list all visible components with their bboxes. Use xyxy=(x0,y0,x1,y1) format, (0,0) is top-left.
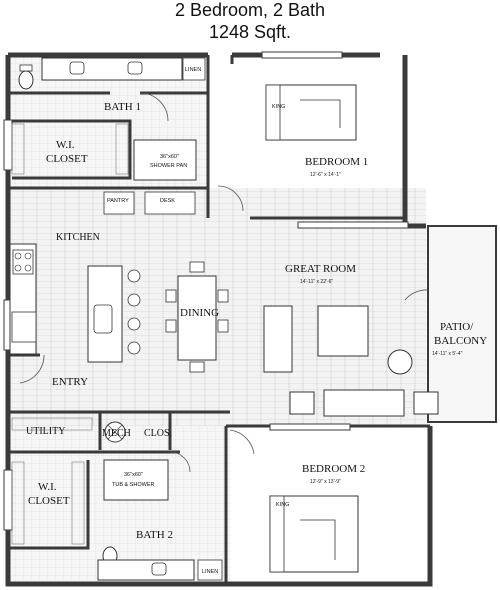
label-bedroom1-dim: 12'-6" x 14'-1" xyxy=(310,172,341,178)
label-bedroom2-dim: 12'-9" x 13'-9" xyxy=(310,479,341,485)
door-swings xyxy=(19,92,429,473)
label-tub-size: 36"x60" xyxy=(124,472,143,478)
bedroom2-bed xyxy=(269,495,359,573)
label-king2: KING xyxy=(276,502,289,508)
living-furniture xyxy=(263,305,439,417)
label-pantry: PANTRY xyxy=(107,198,129,204)
label-linen2: LINEN xyxy=(202,569,218,575)
label-entry: ENTRY xyxy=(52,376,88,388)
label-wi-closet2-bottom: CLOSET xyxy=(28,495,70,507)
label-wi-closet1-bottom: CLOSET xyxy=(46,153,88,165)
label-wi-closet1-top: W.I. xyxy=(56,139,75,151)
label-bath1: BATH 1 xyxy=(104,101,141,113)
label-kitchen: KITCHEN xyxy=(56,232,100,243)
dining-set xyxy=(165,261,229,373)
bedroom1-bed xyxy=(265,84,357,141)
windows xyxy=(3,51,409,531)
label-bath2: BATH 2 xyxy=(136,529,173,541)
label-desk: DESK xyxy=(160,198,175,204)
label-patio-dim: 14'-11" x 5'-4" xyxy=(432,351,463,357)
label-mech: MECH xyxy=(102,428,131,439)
interior-walls xyxy=(8,55,430,584)
label-dining: DINING xyxy=(180,307,219,319)
label-utility: UTILITY xyxy=(26,426,65,437)
label-shower-pan: SHOWER PAN xyxy=(150,163,187,169)
bath1-fixtures xyxy=(18,57,206,181)
label-shower-pan-size: 36"x60" xyxy=(160,154,179,160)
closet-shelves xyxy=(11,123,129,545)
label-patio-bottom: BALCONY xyxy=(434,335,487,347)
label-great-room: GREAT ROOM xyxy=(285,263,356,275)
label-king1: KING xyxy=(272,104,285,110)
label-linen1: LINEN xyxy=(185,67,201,73)
label-patio-top: PATIO/ xyxy=(440,321,474,333)
label-tub: TUB & SHOWER xyxy=(112,482,155,488)
plan-area: 1248 Sqft. xyxy=(208,22,292,42)
label-clos: CLOS. xyxy=(144,428,172,439)
exterior-walls xyxy=(5,52,433,587)
label-wi-closet2-top: W.I. xyxy=(38,481,57,493)
label-bedroom2: BEDROOM 2 xyxy=(302,463,365,475)
label-great-room-dim: 14'-11" x 22'-6" xyxy=(300,279,333,285)
kitchen-fixtures xyxy=(9,191,196,363)
patio-frame xyxy=(427,225,497,423)
plan-title: 2 Bedroom, 2 Bath xyxy=(174,0,326,20)
label-bedroom1: BEDROOM 1 xyxy=(305,156,368,168)
floor-finishes xyxy=(8,55,496,584)
bath2-fixtures xyxy=(97,421,223,581)
